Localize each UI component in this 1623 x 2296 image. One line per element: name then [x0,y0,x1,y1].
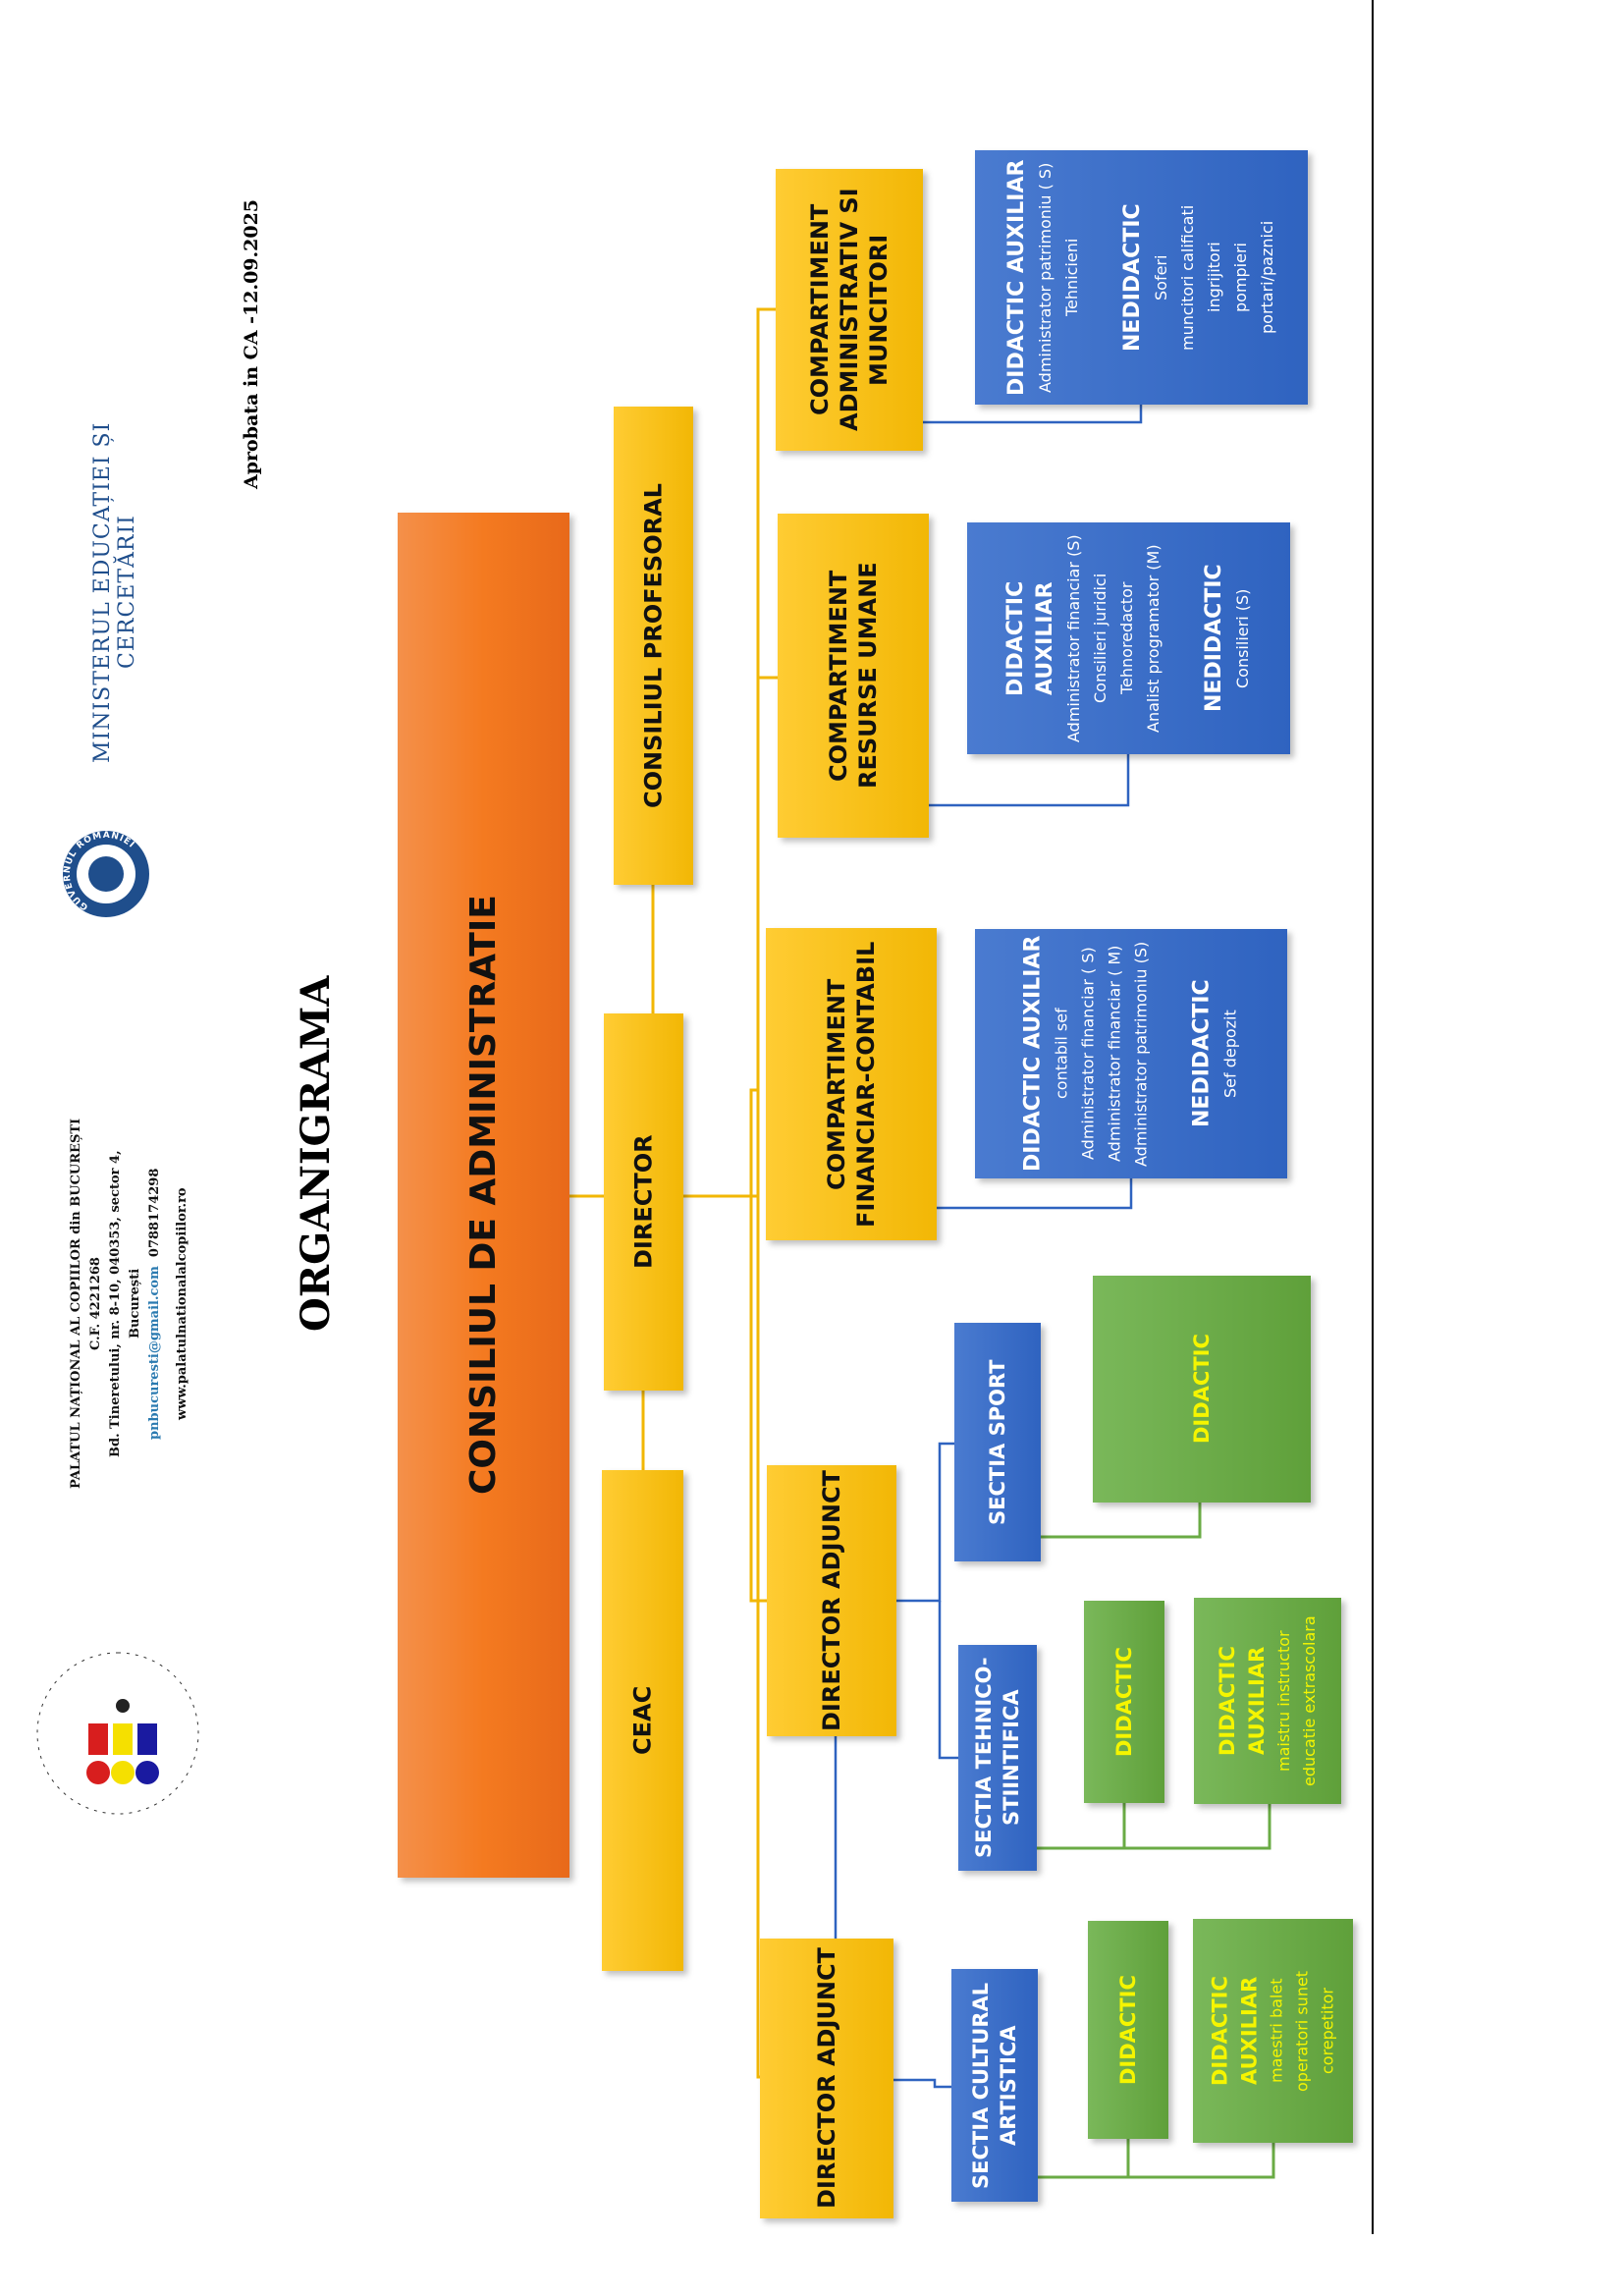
staff-item: contabil sef [1052,1008,1071,1100]
box-label: ADMINISTRATIV SI [836,188,863,432]
fiscal-code: C.F. 4221268 [88,1257,103,1350]
staff-item: operatori sunet [1292,1970,1312,2092]
financiar-staff-box: DIDACTIC AUXILIAR contabil sef Administr… [975,929,1287,1178]
ceac-box: CEAC [602,1470,683,1971]
staff-item: pompieri [1231,243,1250,312]
ministry-name: MINISTERUL EDUCAȚIEI ȘI CERCETĂRII [90,421,139,763]
staff-item: Administrator patrimoniu (S) [1131,941,1151,1167]
cultural-didactic-auxiliar-box: DIDACTIC AUXILIAR maestri balet operator… [1193,1919,1353,2143]
box-label: COMPARTIMENT [823,978,850,1190]
director-adjunct-2-box: DIRECTOR ADJUNCT [760,1939,893,2218]
staff-item: Administrator financiar (S) [1064,534,1083,742]
sectia-sport-box: SECTIA SPORT [954,1323,1041,1561]
staff-item: Analist programator (M) [1144,544,1163,733]
box-label: SECTIA CULTURAL [969,1982,993,2189]
staff-item: Soferi [1152,254,1170,301]
section-title: NEDIDACTIC [1189,979,1215,1128]
director-box: DIRECTOR [604,1013,683,1391]
cultural-didactic-box: DIDACTIC [1088,1921,1168,2139]
consiliul-administratie-box: CONSILIUL DE ADMINISTRATIE [398,513,569,1878]
box-label: ARTISTICA [997,2025,1020,2146]
palatul-logo-icon [36,1652,199,1815]
box-label: CONSILIUL DE ADMINISTRATIE [463,895,504,1496]
tehnico-didactic-box: DIDACTIC [1084,1601,1164,1803]
box-label: DIDACTIC [1116,1975,1140,2085]
staff-item: corepetitor [1318,1988,1337,2075]
staff-item: Administrator patrimoniu ( S) [1036,162,1055,393]
section-title: DIDACTIC AUXILIAR [1004,159,1029,396]
box-label: DIDACTIC [1190,1334,1214,1445]
box-label: COMPARTIMENT [825,570,852,782]
box-label: DIDACTIC [1112,1647,1136,1757]
staff-item: Tehnoredactor [1117,581,1136,695]
staff-item: Administrator financiar ( M) [1105,945,1124,1163]
staff-item: Tehnicieni [1062,238,1081,317]
page-title: ORGANIGRAMA [293,975,339,1333]
director-adjunct-1-box: DIRECTOR ADJUNCT [767,1465,896,1736]
section-title: NEDIDACTIC [1120,203,1145,352]
section-title: DIDACTIC AUXILIAR [1020,935,1046,1173]
box-label: FINANCIAR-CONTABIL [852,941,880,1228]
approval-note: Aprobata in CA -12.09.2025 [241,198,262,489]
section-title: DIDACTIC AUXILIAR [1216,1646,1269,1756]
box-label: SECTIA TEHNICO- [972,1657,996,1859]
street-address: Bd. Tineretului, nr. 8-10, 040353, secto… [108,1150,123,1457]
section-title: DIDACTIC AUXILIAR [1003,580,1057,696]
box-label: COMPARTIMENT [806,203,834,416]
website-link[interactable]: www.palatulnationalalcopiilor.ro [175,1187,189,1420]
staff-item: Consilieri (S) [1233,588,1252,688]
staff-item: Sef depozit [1220,1010,1240,1098]
staff-item: Consilieri juridici [1091,573,1109,704]
box-label: DIRECTOR ADJUNCT [813,1947,840,2210]
box-label: CEAC [628,1685,657,1756]
box-label: SECTIA SPORT [986,1359,1009,1525]
box-label: RESURSE UMANE [854,562,882,790]
email-link[interactable]: pnbucuresti@gmail.com [147,1265,162,1440]
staff-item: Administrator financiar ( S) [1078,947,1098,1161]
staff-item: muncitori calificati [1178,204,1197,351]
resurse-umane-staff-box: DIDACTIC AUXILIAR Administrator financia… [967,522,1290,754]
staff-item: ingrijitori [1205,242,1223,313]
staff-item: educatie extrascolara [1300,1615,1319,1786]
box-label: STIINTIFICA [1000,1689,1023,1827]
box-label: MUNCITORI [865,234,893,386]
consiliul-profesoral-box: CONSILIUL PROFESORAL [614,407,693,885]
box-label: DIRECTOR ADJUNCT [818,1470,845,1731]
box-label: DIRECTOR [629,1134,658,1270]
tehnico-didactic-auxiliar-box: DIDACTIC AUXILIAR maistru instructor edu… [1194,1598,1341,1804]
box-label: CONSILIUL PROFESORAL [639,483,668,808]
section-title: DIDACTIC AUXILIAR [1208,1976,1262,2086]
staff-item: portari/paznici [1258,220,1276,335]
institution-name: PALATUL NAȚIONAL AL COPIILOR din BUCUREȘ… [69,1118,83,1490]
phone: 0788174298 [147,1168,162,1257]
staff-item: maestri balet [1267,1978,1286,2084]
address-block: PALATUL NAȚIONAL AL COPIILOR din BUCUREȘ… [67,1105,192,1503]
government-seal-icon: GUVERNUL ROMÂNIEI [63,829,149,917]
sport-didactic-box: DIDACTIC [1093,1276,1311,1503]
sectia-tehnico-box: SECTIA TEHNICO-STIINTIFICA [958,1645,1037,1871]
city: București [128,1268,142,1339]
staff-item: maistru instructor [1274,1630,1293,1772]
section-title: NEDIDACTIC [1202,564,1226,713]
administrativ-staff-box: DIDACTIC AUXILIAR Administrator patrimon… [975,150,1308,405]
